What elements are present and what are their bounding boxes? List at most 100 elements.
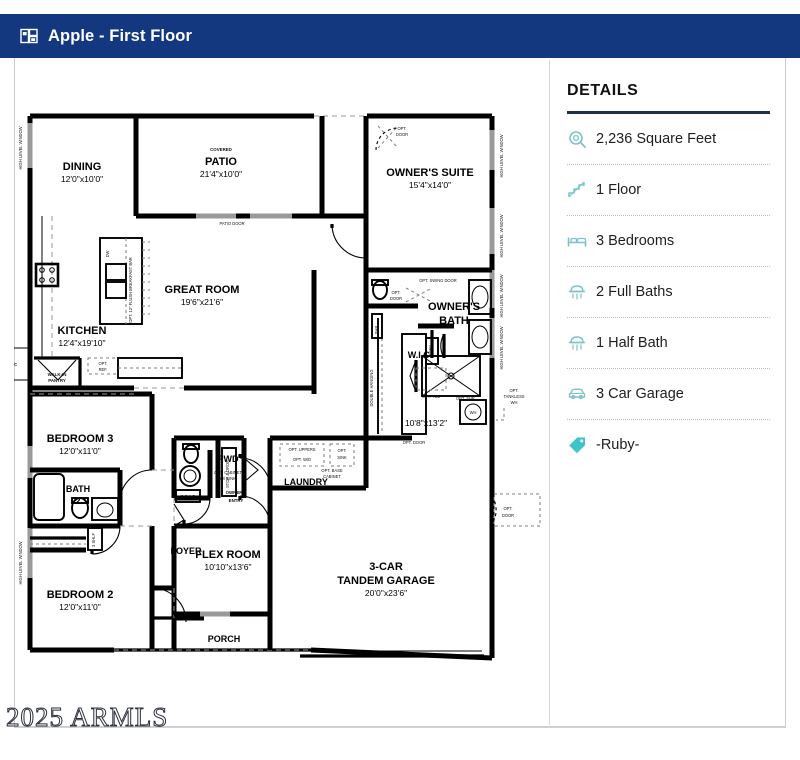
shower-icon <box>567 282 587 302</box>
svg-text:DOOR: DOOR <box>390 296 402 301</box>
svg-text:OPT.: OPT. <box>503 506 512 511</box>
detail-label: 3 Bedrooms <box>596 233 675 249</box>
svg-text:12'0"x10'0": 12'0"x10'0" <box>61 174 103 184</box>
svg-text:3 SHLF: 3 SHLF <box>181 494 195 499</box>
svg-text:3-CAR: 3-CAR <box>369 561 403 573</box>
svg-text:OPT.: OPT. <box>337 448 346 453</box>
svg-text:10'8"x13'2": 10'8"x13'2" <box>405 418 447 428</box>
svg-text:21'4"x10'0": 21'4"x10'0" <box>200 169 242 179</box>
svg-text:HIGH LEVEL WINDOW: HIGH LEVEL WINDOW <box>18 541 23 584</box>
detail-bedrooms: 3 Bedrooms <box>567 216 770 267</box>
svg-text:LINEN: LINEN <box>428 345 433 357</box>
svg-text:GREAT ROOM: GREAT ROOM <box>165 284 240 296</box>
floorplan-icon <box>20 27 38 45</box>
svg-text:W.I.C.: W.I.C. <box>408 350 433 360</box>
svg-text:STOP & DROP: STOP & DROP <box>225 460 230 488</box>
details-divider <box>567 111 770 114</box>
tag-icon <box>567 435 587 455</box>
svg-text:15'4"x14'0": 15'4"x14'0" <box>409 180 451 190</box>
svg-text:HIGH LEVEL WINDOW: HIGH LEVEL WINDOW <box>499 274 504 317</box>
svg-text:CABINET: CABINET <box>323 474 341 479</box>
svg-text:W/ SINK: W/ SINK <box>220 476 236 481</box>
floorplan-image: .w { stroke:#000; stroke-width:5; fill:n… <box>14 58 549 727</box>
stairs-icon <box>567 180 587 200</box>
svg-text:OPT. CABINET: OPT. CABINET <box>214 470 242 475</box>
svg-text:3 SHLF: 3 SHLF <box>91 533 96 547</box>
area-icon <box>567 129 587 149</box>
detail-label: 1 Floor <box>596 182 642 198</box>
svg-text:OPT. BASE: OPT. BASE <box>321 468 342 473</box>
svg-text:PATIO: PATIO <box>205 156 237 168</box>
watermark-rule <box>14 727 786 728</box>
car-icon <box>567 384 587 404</box>
detail-label: 2,236 Square Feet <box>596 131 717 147</box>
svg-text:BATH: BATH <box>66 484 90 494</box>
detail-label: 2 Full Baths <box>596 284 673 300</box>
svg-text:OPT. UPPERS: OPT. UPPERS <box>288 447 315 452</box>
detail-label: 3 Car Garage <box>596 386 684 402</box>
svg-text:HIGH LEVEL WINDOW: HIGH LEVEL WINDOW <box>499 326 504 369</box>
svg-text:OPT.: OPT. <box>509 388 518 393</box>
svg-text:12'4"x19'10": 12'4"x19'10" <box>58 338 105 348</box>
svg-text:OPT. DOOR: OPT. DOOR <box>403 440 426 445</box>
svg-text:OPT.: OPT. <box>397 126 406 131</box>
svg-text:LAUNDRY: LAUNDRY <box>284 477 328 487</box>
svg-text:AC: AC <box>14 362 18 367</box>
detail-half-bath: 1 Half Bath <box>567 318 770 369</box>
svg-text:DW: DW <box>105 250 110 257</box>
svg-text:WH: WH <box>470 410 477 415</box>
shower-icon <box>567 333 587 353</box>
detail-garage: 3 Car Garage <box>567 369 770 420</box>
svg-text:BEDROOM 3: BEDROOM 3 <box>47 433 114 445</box>
app-header: Apple - First Floor <box>0 14 800 58</box>
svg-text:OPT. 12" FLUSH BREAKFAST BAR: OPT. 12" FLUSH BREAKFAST BAR <box>128 257 133 323</box>
svg-text:SINK: SINK <box>337 455 347 460</box>
svg-text:ENTRY: ENTRY <box>229 498 244 503</box>
svg-text:OPT. W/D: OPT. W/D <box>293 457 311 462</box>
svg-text:PWD: PWD <box>218 454 239 464</box>
svg-text:OPT.: OPT. <box>98 361 107 366</box>
svg-text:20'0"x23'6": 20'0"x23'6" <box>365 588 407 598</box>
svg-text:OWNER'S: OWNER'S <box>226 490 247 495</box>
svg-text:OPT.: OPT. <box>391 290 400 295</box>
svg-text:DOOR: DOOR <box>396 132 408 137</box>
svg-text:DOUBLE HANGING: DOUBLE HANGING <box>369 369 374 406</box>
svg-text:DINING: DINING <box>63 161 102 173</box>
svg-text:DOOR: DOOR <box>502 513 514 518</box>
svg-text:HIGH LEVEL WINDOW: HIGH LEVEL WINDOW <box>499 214 504 257</box>
svg-text:HIGH LEVEL WINDOW: HIGH LEVEL WINDOW <box>499 134 504 177</box>
svg-text:SHR: SHR <box>374 326 379 335</box>
svg-text:PORCH: PORCH <box>208 634 241 644</box>
svg-text:12'0"x11'0": 12'0"x11'0" <box>59 602 101 612</box>
detail-label: 1 Half Bath <box>596 335 668 351</box>
svg-text:OWNER'S: OWNER'S <box>428 301 480 313</box>
detail-square-feet: 2,236 Square Feet <box>567 114 770 165</box>
svg-text:TANDEM GARAGE: TANDEM GARAGE <box>337 575 435 587</box>
svg-text:WALK-IN: WALK-IN <box>48 372 67 377</box>
svg-text:HIGH LEVEL WINDOW: HIGH LEVEL WINDOW <box>18 126 23 169</box>
svg-text:PATIO DOOR: PATIO DOOR <box>219 221 244 226</box>
detail-label: -Ruby- <box>596 437 640 453</box>
svg-text:WH: WH <box>511 400 518 405</box>
svg-text:OWNER'S SUITE: OWNER'S SUITE <box>386 167 474 179</box>
svg-text:FLEX ROOM: FLEX ROOM <box>195 549 260 561</box>
svg-text:19'6"x21'6": 19'6"x21'6" <box>181 297 223 307</box>
svg-text:10'10"x13'6": 10'10"x13'6" <box>204 562 251 572</box>
detail-full-baths: 2 Full Baths <box>567 267 770 318</box>
detail-floors: 1 Floor <box>567 165 770 216</box>
svg-text:OPT. TUB: OPT. TUB <box>422 394 441 399</box>
page-title: Apple - First Floor <box>48 26 192 45</box>
details-panel: DETAILS 2,236 Square Feet 1 Floor <box>549 60 786 725</box>
svg-text:TANKLESS: TANKLESS <box>503 394 524 399</box>
svg-text:12'0"x11'0": 12'0"x11'0" <box>59 446 101 456</box>
svg-text:COVERED: COVERED <box>210 147 232 152</box>
svg-text:KITCHEN: KITCHEN <box>58 325 107 337</box>
svg-text:REF.: REF. <box>99 367 108 372</box>
svg-text:BEDROOM 2: BEDROOM 2 <box>47 589 114 601</box>
svg-text:OPT. SWING DOOR: OPT. SWING DOOR <box>419 278 457 283</box>
svg-text:FOYER: FOYER <box>170 546 202 556</box>
svg-text:2: 2 <box>75 496 80 506</box>
svg-text:PANTRY: PANTRY <box>48 378 66 383</box>
details-heading: DETAILS <box>567 82 639 99</box>
svg-text:OPT. SHR.: OPT. SHR. <box>456 396 476 401</box>
